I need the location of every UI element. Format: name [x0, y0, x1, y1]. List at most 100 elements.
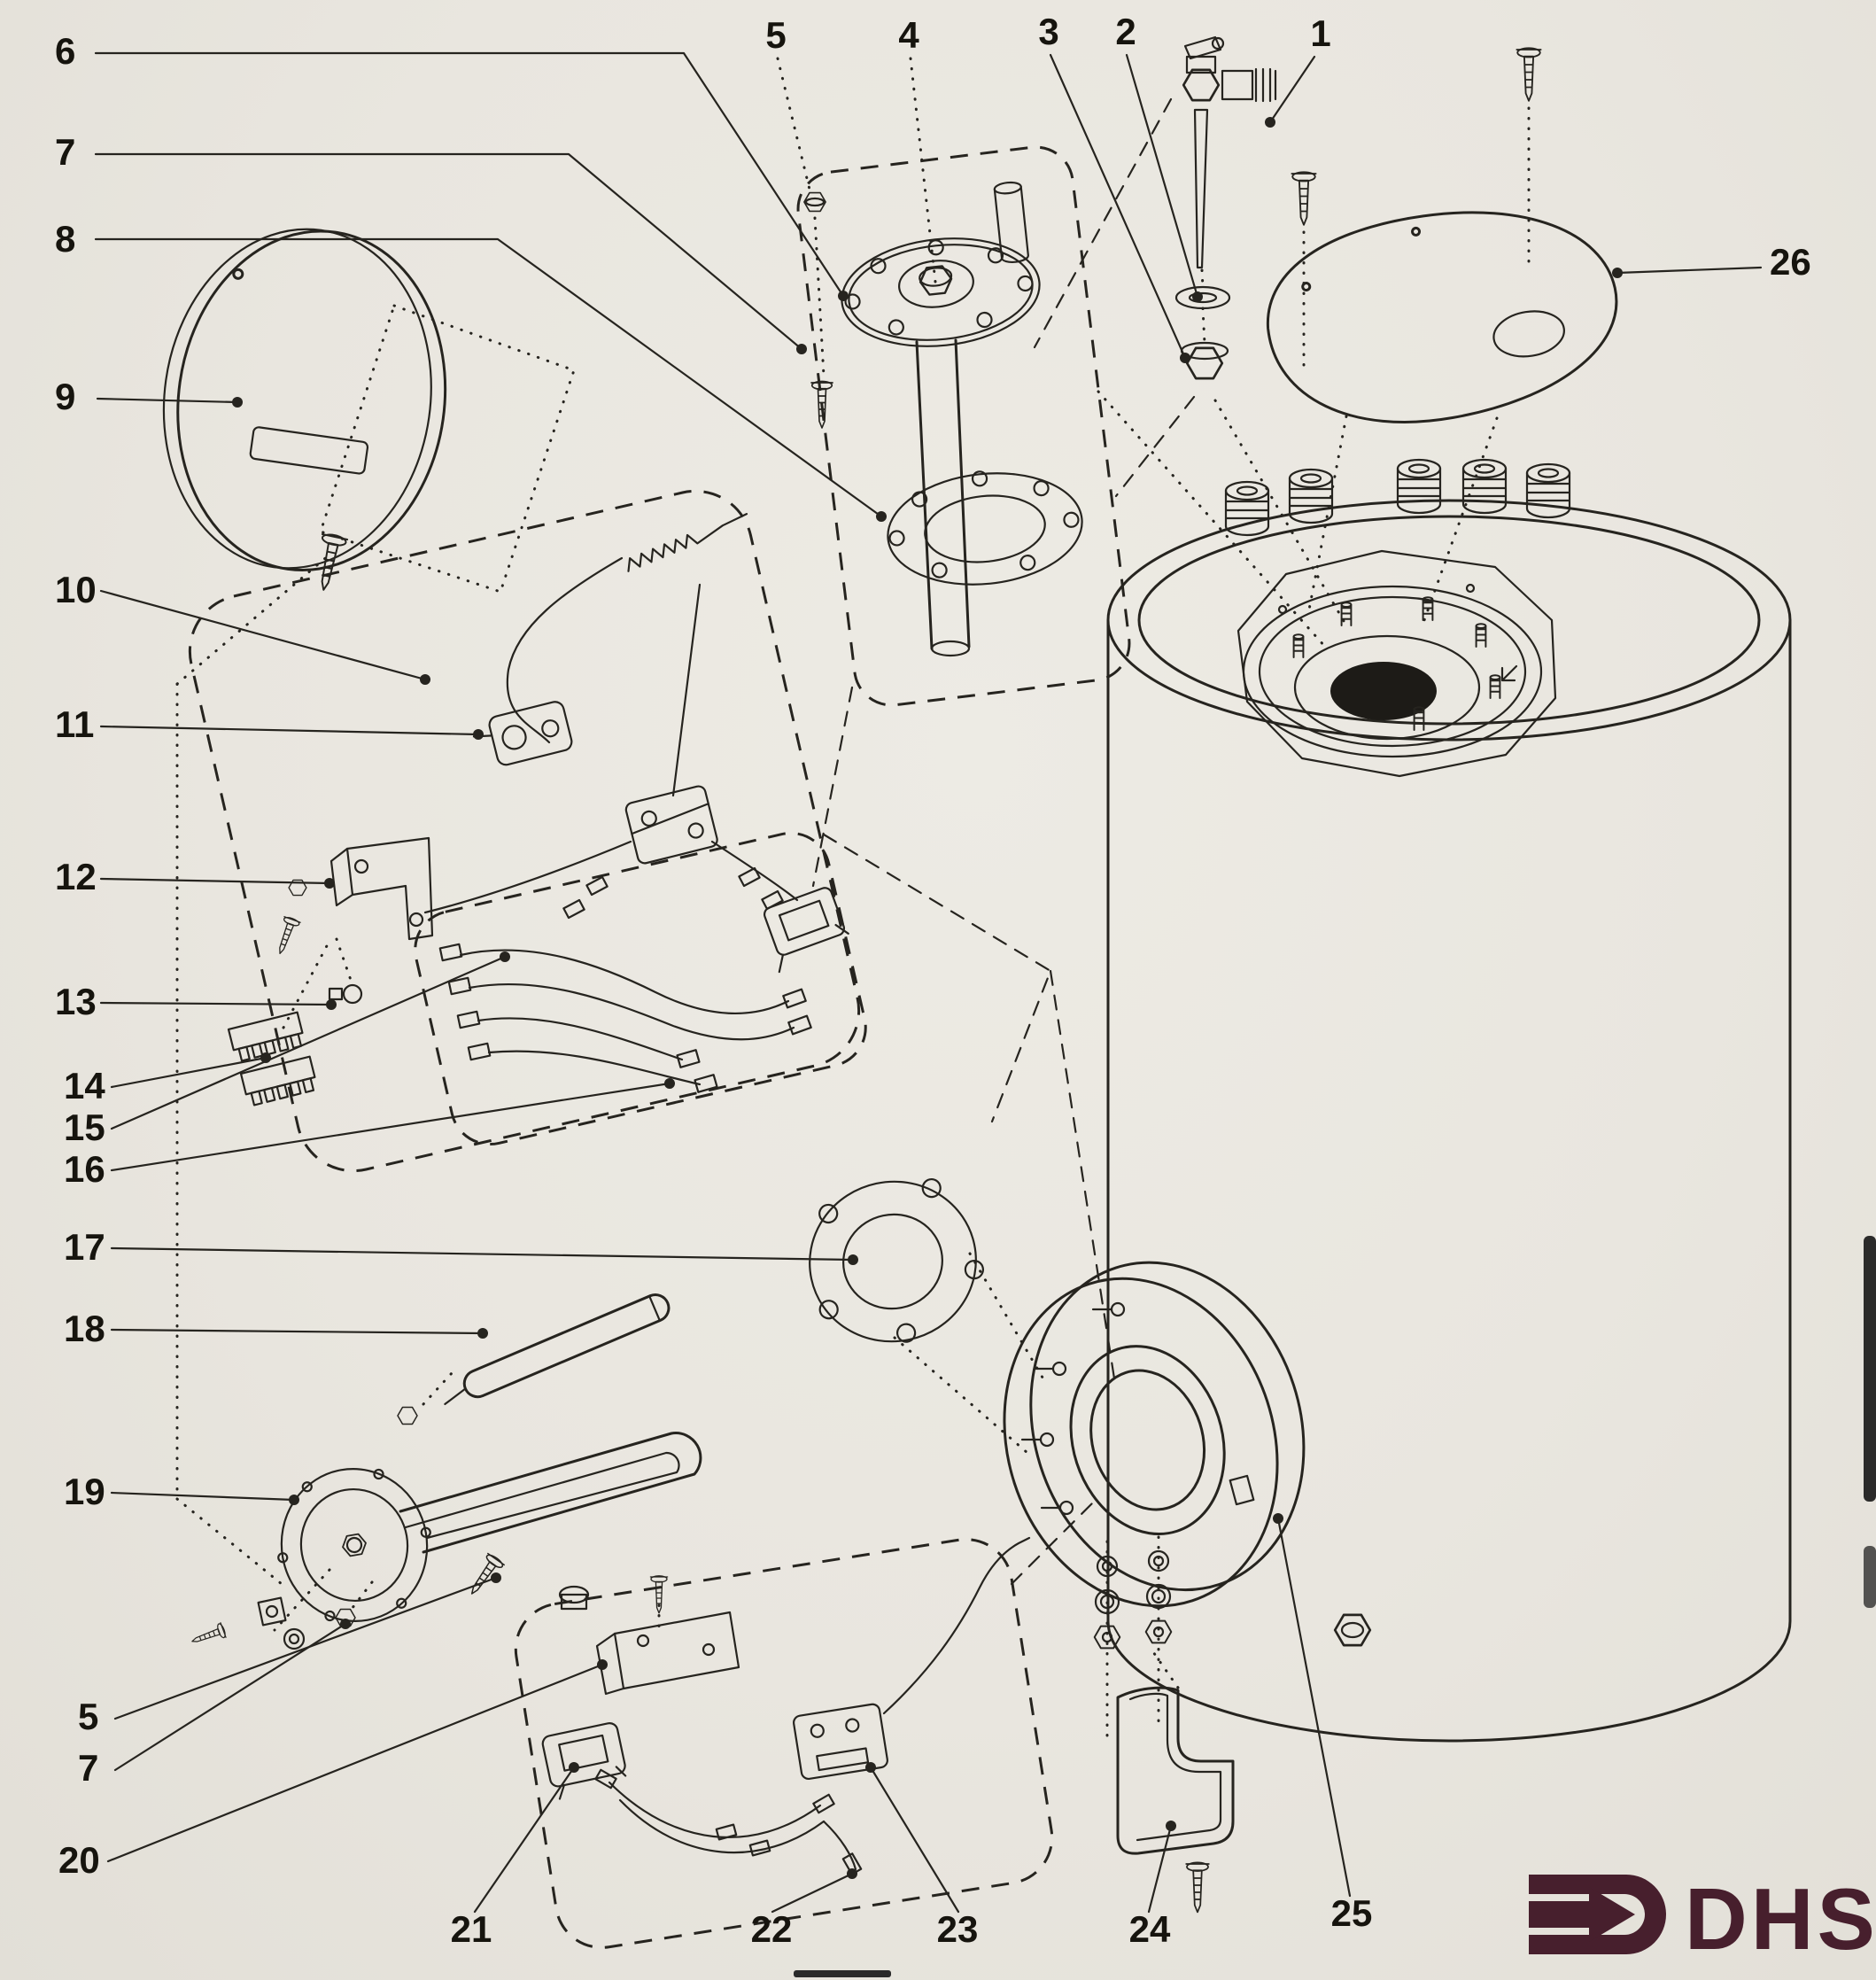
capillary-tube-2	[671, 583, 702, 797]
flange-fastener-stacks	[1093, 1535, 1173, 1738]
callout-5b: 5	[78, 1696, 98, 1737]
thermostat-capillary	[882, 1536, 1031, 1715]
heater-tube	[915, 338, 971, 657]
callout-7b: 7	[78, 1747, 98, 1789]
leader-7-top	[94, 152, 807, 354]
leader-12	[99, 877, 335, 889]
scan-artifacts	[794, 1236, 1876, 1977]
bracket-screw	[271, 914, 302, 958]
leader-10	[99, 589, 430, 685]
heater-flange	[841, 237, 1041, 347]
dhs-logo-text: DHS	[1685, 1870, 1876, 1968]
bottom-dashed-box	[514, 1538, 1054, 1949]
tank-flange-opening	[1003, 1261, 1306, 1608]
leader-22	[771, 1868, 857, 1914]
callout-19: 19	[64, 1471, 105, 1512]
callout-18: 18	[64, 1308, 105, 1349]
wiring-dashed-box	[188, 489, 861, 1173]
construction-dots-left	[175, 553, 331, 1586]
element-hardware	[189, 1551, 506, 1650]
capillary-tube	[506, 556, 624, 744]
safety-valve	[1182, 35, 1277, 269]
loose-spade-connectors	[562, 866, 784, 920]
leader-23	[865, 1762, 960, 1914]
leader-5-left	[113, 1572, 501, 1720]
leader-20	[106, 1659, 608, 1863]
thermostat-11	[472, 701, 573, 766]
anode-rod-18	[444, 1293, 671, 1406]
leader-5-top	[776, 57, 813, 198]
capillary-coil	[627, 513, 748, 572]
heating-element-flange-19	[277, 1468, 431, 1622]
callout-labels: 6 7 8 9 10 11 12 13 14 15 16 17 18 19 5 …	[55, 11, 1811, 1950]
callout-17: 17	[64, 1226, 105, 1268]
heater-pocket-tube	[993, 181, 1029, 264]
mounting-plate	[1267, 211, 1618, 423]
cover-plate	[162, 228, 447, 572]
callout-15: 15	[64, 1106, 105, 1148]
construction-dashes-center	[811, 686, 1116, 1380]
callout-3: 3	[1038, 11, 1058, 52]
callout-14: 14	[64, 1065, 105, 1106]
heater-nut	[803, 191, 826, 377]
plate-screw-projections	[1302, 106, 1531, 374]
tank-top-well	[1236, 549, 1557, 778]
anode-nut	[397, 1371, 453, 1425]
cover-projection-box	[319, 304, 576, 594]
callout-8: 8	[55, 218, 75, 260]
thermostat-wires	[423, 840, 799, 914]
leader-lines	[94, 51, 1763, 1914]
heater-gasket	[887, 470, 1083, 586]
callout-12: 12	[55, 856, 97, 897]
leader-17	[110, 1246, 858, 1265]
leader-26	[1612, 266, 1763, 278]
callout-16: 16	[64, 1148, 105, 1190]
callout-5t: 5	[765, 14, 786, 56]
leader-3	[1049, 53, 1190, 363]
leader-9	[96, 397, 243, 408]
leader-1	[1265, 55, 1316, 128]
callout-21: 21	[451, 1908, 492, 1950]
terminal-strip-14b	[239, 1055, 316, 1106]
switch-21	[541, 1722, 627, 1800]
terminal-strip-14a	[227, 1011, 304, 1062]
leader-8	[94, 237, 887, 522]
callout-4: 4	[898, 14, 919, 56]
leader-18	[110, 1328, 488, 1339]
callout-10: 10	[55, 569, 97, 610]
callout-13: 13	[55, 981, 97, 1022]
tank-front-hex-boss	[1333, 1613, 1372, 1647]
callout-22: 22	[751, 1908, 793, 1950]
valve-construction-lines	[1033, 97, 1196, 498]
callout-11: 11	[55, 703, 94, 745]
leader-16	[110, 1078, 675, 1172]
leader-2	[1125, 53, 1203, 302]
dhs-logo-icon	[1529, 1875, 1666, 1954]
well-projections	[1097, 390, 1348, 648]
plate-screw-right	[1516, 47, 1542, 102]
plastic-cover	[1116, 1648, 1235, 1914]
heater-dashed-box	[796, 145, 1131, 707]
plate-screw-left	[1291, 171, 1317, 226]
harness-wires-15	[438, 943, 812, 1093]
valve-projection	[1200, 268, 1206, 346]
leader-6	[94, 51, 849, 301]
callout-9: 9	[55, 376, 75, 417]
dhs-logo: DHS	[1529, 1870, 1876, 1968]
bracket-screw-20	[649, 1575, 669, 1614]
grommet	[558, 1585, 590, 1611]
leader-25	[1273, 1513, 1352, 1898]
leader-19	[110, 1491, 299, 1505]
callout-2: 2	[1115, 11, 1136, 52]
flange-gasket-17	[809, 1177, 984, 1343]
harness-dashed-box	[414, 831, 867, 1146]
gasket-projections	[893, 1252, 1047, 1455]
bottom-harness-wires	[594, 1768, 863, 1875]
callout-25: 25	[1331, 1892, 1373, 1934]
switch-16	[763, 887, 849, 974]
callout-7a: 7	[55, 131, 75, 173]
plate-projections	[1307, 415, 1499, 622]
callout-26: 26	[1770, 241, 1811, 283]
